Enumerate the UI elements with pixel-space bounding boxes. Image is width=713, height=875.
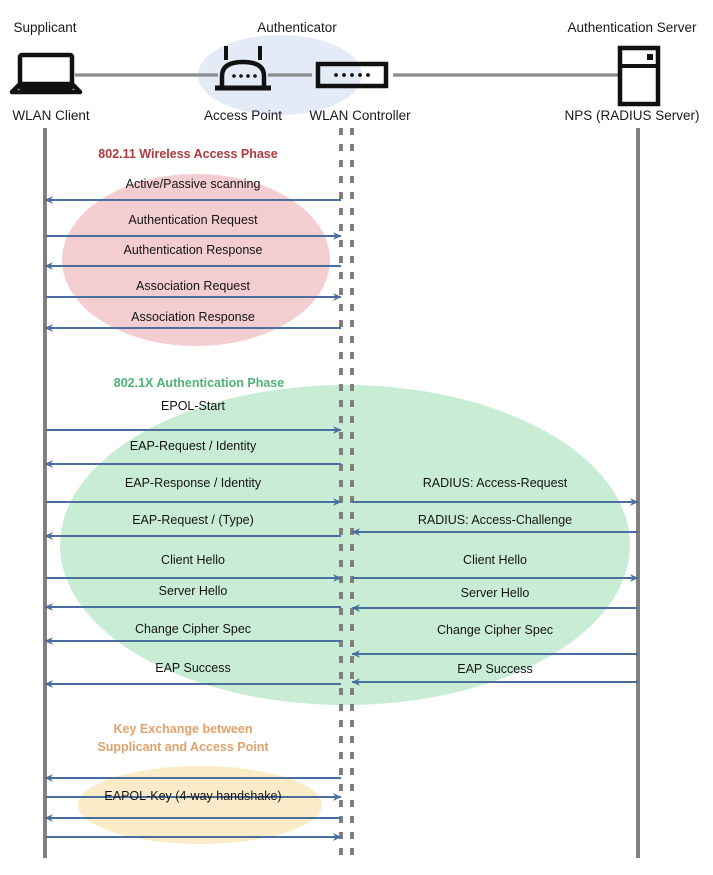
message-label-dot1x-auth-12: Change Cipher Spec bbox=[436, 623, 554, 637]
wc-led-4 bbox=[366, 73, 370, 77]
actor-device-access-point: Access Point bbox=[203, 108, 283, 123]
ap-led-3 bbox=[253, 74, 257, 78]
server-icon bbox=[617, 45, 661, 107]
phase-ellipse-key-exchange bbox=[78, 766, 322, 844]
laptop-icon bbox=[9, 52, 83, 95]
wc-led-1 bbox=[342, 73, 346, 77]
phase-ellipse-wireless-access bbox=[62, 174, 330, 346]
message-label-wireless-access-4: Association Response bbox=[131, 310, 255, 324]
message-label-dot1x-auth-8: RADIUS: Access-Request bbox=[422, 476, 568, 490]
access-point-icon bbox=[215, 46, 271, 91]
laptop-base bbox=[9, 81, 83, 95]
laptop-screen bbox=[17, 52, 75, 91]
message-label-dot1x-auth-11: Server Hello bbox=[460, 586, 530, 600]
wlan-controller-icon bbox=[315, 61, 389, 89]
ap-led-0 bbox=[232, 74, 236, 78]
ap-body bbox=[219, 59, 267, 91]
message-label-wireless-access-0: Active/Passive scanning bbox=[125, 177, 261, 191]
phase-label-wireless-access: 802.11 Wireless Access Phase bbox=[98, 147, 278, 161]
actor-role-authenticator: Authenticator bbox=[257, 20, 337, 35]
ap-led-1 bbox=[239, 74, 243, 78]
actor-device-nps-server: NPS (RADIUS Server) bbox=[564, 108, 700, 123]
actor-device-wlan-controller: WLAN Controller bbox=[309, 108, 411, 123]
message-label-dot1x-auth-9: RADIUS: Access-Challenge bbox=[417, 513, 573, 527]
wc-led-3 bbox=[358, 73, 362, 77]
phase-label-key-exchange-line1: Key Exchange between bbox=[113, 722, 253, 736]
server-led bbox=[647, 54, 653, 60]
message-label-dot1x-auth-0: EPOL-Start bbox=[161, 399, 225, 413]
message-label-key-exchange-2: EAPOL-Key (4-way handshake) bbox=[104, 789, 282, 803]
message-label-wireless-access-3: Association Request bbox=[136, 279, 250, 293]
message-label-wireless-access-1: Authentication Request bbox=[128, 213, 258, 227]
message-label-dot1x-auth-2: EAP-Response / Identity bbox=[124, 476, 262, 490]
message-label-dot1x-auth-7: EAP Success bbox=[155, 661, 231, 675]
ap-led-2 bbox=[246, 74, 250, 78]
phase-label-key-exchange-line2: Supplicant and Access Point bbox=[97, 740, 269, 754]
actor-role-supplicant: Supplicant bbox=[13, 20, 77, 35]
wc-led-0 bbox=[334, 73, 338, 77]
server-body bbox=[617, 45, 661, 107]
message-label-dot1x-auth-10: Client Hello bbox=[463, 553, 527, 567]
message-label-wireless-access-2: Authentication Response bbox=[123, 243, 263, 257]
phase-label-dot1x-auth: 802.1X Authentication Phase bbox=[113, 376, 285, 390]
message-label-dot1x-auth-3: EAP-Request / (Type) bbox=[132, 513, 254, 527]
phase-ellipse-dot1x-auth bbox=[60, 385, 630, 705]
message-label-dot1x-auth-6: Change Cipher Spec bbox=[134, 622, 252, 636]
message-label-dot1x-auth-1: EAP-Request / Identity bbox=[129, 439, 257, 453]
message-label-dot1x-auth-4: Client Hello bbox=[161, 553, 225, 567]
wc-body bbox=[315, 61, 389, 89]
actor-role-auth-server: Authentication Server bbox=[567, 20, 697, 35]
actor-device-wlan-client: WLAN Client bbox=[12, 108, 90, 123]
message-label-dot1x-auth-13: EAP Success bbox=[457, 662, 533, 676]
wc-led-2 bbox=[350, 73, 354, 77]
message-label-dot1x-auth-5: Server Hello bbox=[158, 584, 228, 598]
